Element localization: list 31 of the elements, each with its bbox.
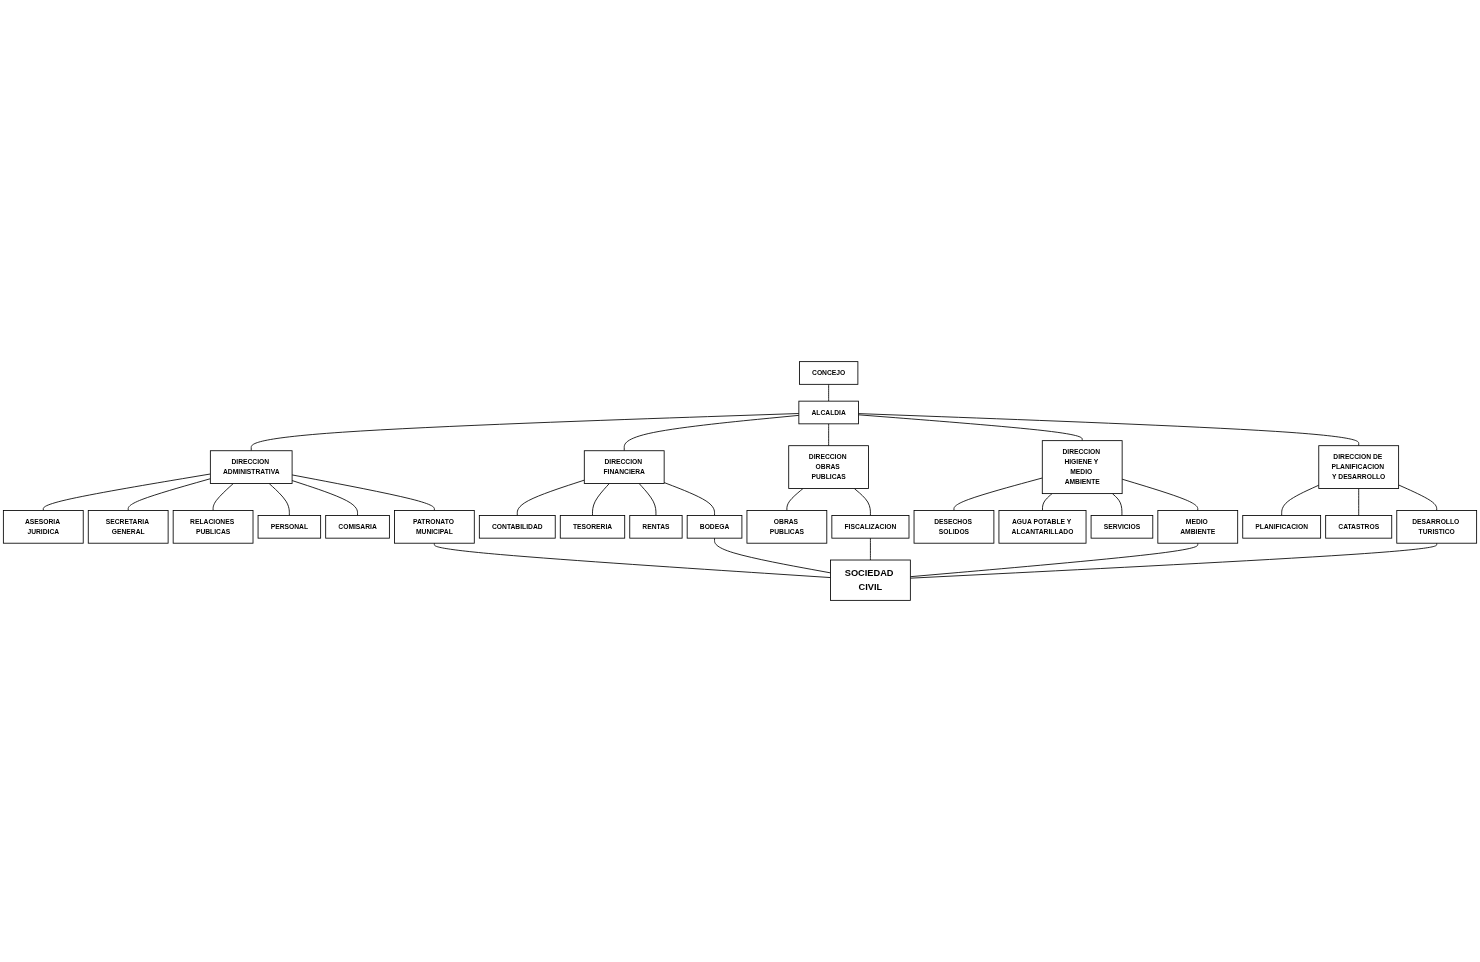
connector <box>858 413 1360 447</box>
connector <box>291 480 358 516</box>
connector <box>828 383 830 402</box>
connector <box>638 483 657 516</box>
connector <box>127 478 211 511</box>
connector <box>1042 493 1053 511</box>
connector <box>250 413 800 452</box>
connector <box>42 473 211 511</box>
connector <box>853 488 871 516</box>
connector <box>1111 493 1123 516</box>
connector <box>623 414 800 452</box>
connector <box>1358 488 1360 516</box>
connector <box>858 414 1083 442</box>
node-box: SOCIEDAD CIVIL <box>830 559 911 601</box>
connector <box>663 482 715 516</box>
connector <box>828 423 830 447</box>
connector <box>909 542 1199 578</box>
connector <box>212 483 234 511</box>
connector <box>870 537 871 561</box>
connector <box>1281 484 1320 516</box>
connector <box>786 488 804 511</box>
connector <box>433 542 831 578</box>
connector <box>1121 478 1199 511</box>
connector <box>291 474 435 511</box>
connector <box>1398 484 1438 511</box>
connector <box>592 483 610 516</box>
connector <box>909 542 1438 579</box>
connector <box>268 483 290 516</box>
connector <box>953 477 1043 511</box>
connector <box>516 479 585 516</box>
connector <box>714 537 831 574</box>
